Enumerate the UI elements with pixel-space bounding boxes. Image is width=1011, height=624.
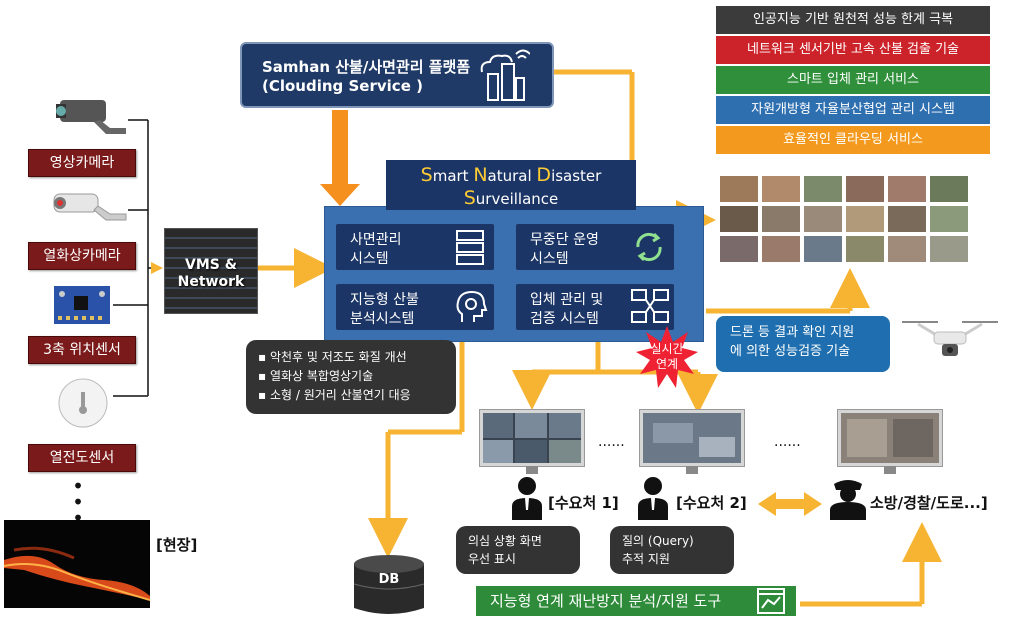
position-sensor-icon: [52, 282, 112, 328]
drone-icon: [898, 314, 1002, 364]
network-monitors-icon: [630, 288, 670, 326]
dashboard-chart-icon: [756, 586, 786, 616]
module-3d-management[interactable]: 입체 관리 및 검증 시스템: [516, 284, 674, 330]
monitor-user2-stand: [686, 466, 698, 474]
label-heat-sensor: 열전도센서: [28, 444, 136, 472]
realtime-label: 실시간 연계: [650, 342, 684, 371]
horizontal-double-arrow: [758, 492, 822, 516]
feature-cloud-service: 효율적인 클라우딩 서비스: [716, 126, 990, 154]
vms-network-box: VMS & Network: [164, 228, 258, 314]
user2-label: [수요처 2]: [676, 494, 747, 512]
user2-person-icon: [638, 476, 668, 520]
monitor-user1: [480, 410, 584, 466]
vms-line2: Network: [177, 274, 245, 290]
platform-down-arrow: [320, 110, 360, 206]
database-cylinder-icon: [352, 554, 426, 618]
analysis-feature-1: 악천후 및 저조도 화질 개선: [258, 348, 456, 367]
label-3axis-sensor: 3축 위치센서: [28, 336, 136, 364]
platform-line2: (Clouding Service ): [262, 77, 423, 95]
thermal-camera-icon: [50, 186, 130, 230]
video-wall: [718, 172, 980, 272]
snds-title: Smart Natural Disaster Surveillance: [386, 160, 636, 210]
user1-person-icon: [512, 476, 542, 520]
user2-feature-box: 질의 (Query) 추적 지원: [610, 526, 734, 574]
heat-sensor-icon: [56, 376, 110, 430]
db-label: DB: [378, 572, 400, 587]
drone-verification-box: 드론 등 결과 확인 지원 에 의한 성능검증 기술: [716, 316, 890, 372]
ellipsis-2: ......: [774, 434, 801, 450]
monitor-user3-stand: [884, 466, 896, 474]
site-label: [현장]: [156, 536, 198, 554]
realtime-burst-icon: [636, 326, 698, 388]
police-officer-icon: [828, 476, 868, 520]
platform-line1: Samhan 산불/사면관리 플랫폼: [262, 58, 471, 76]
module-nonstop-operation[interactable]: 무중단 운영 시스템: [516, 224, 674, 270]
monitor-user3: [838, 410, 942, 466]
label-video-camera: 영상카메라: [28, 149, 136, 177]
label-thermal-camera: 열화상카메라: [28, 242, 136, 270]
smart-city-icon: [474, 48, 531, 104]
ellipsis-1: ......: [598, 434, 625, 450]
sync-cycle-icon: [630, 228, 668, 266]
feature-ai-overcome: 인공지능 기반 원천적 성능 한계 극복: [716, 6, 990, 34]
wildfire-site-photo: [4, 520, 150, 608]
analysis-feature-3: 소형 / 원거리 산불연기 대응: [258, 386, 456, 405]
feature-open-resource: 자원개방형 자율분산협업 관리 시스템: [716, 96, 990, 124]
user1-feature-box: 의심 상황 화면 우선 표시: [456, 526, 580, 574]
user1-label: [수요처 1]: [548, 494, 619, 512]
monitor-user2: [640, 410, 744, 466]
user3-label: 소방/경찰/도로...]: [870, 494, 988, 512]
cctv-camera-icon: [54, 94, 132, 142]
monitor-user1-stand: [526, 466, 538, 474]
ai-head-gear-icon: [452, 288, 490, 326]
video-wall-thumbs: [720, 176, 968, 262]
sensor-bracket: [113, 119, 163, 397]
more-sensors-dots: • • •: [72, 474, 84, 530]
disaster-analysis-tool-bar: 지능형 연계 재난방지 분석/지원 도구: [476, 586, 796, 616]
feature-network-detection: 네트워크 센서기반 고속 산불 검출 기술: [716, 36, 990, 64]
analysis-feature-list: 악천후 및 저조도 화질 개선 열화상 복합영상기술 소형 / 원거리 산불연기…: [246, 340, 456, 414]
analysis-feature-2: 열화상 복합영상기술: [258, 367, 456, 386]
vms-line1: VMS &: [185, 257, 237, 273]
feature-smart-3d: 스마트 입체 관리 서비스: [716, 66, 990, 94]
server-icon: [454, 228, 486, 266]
